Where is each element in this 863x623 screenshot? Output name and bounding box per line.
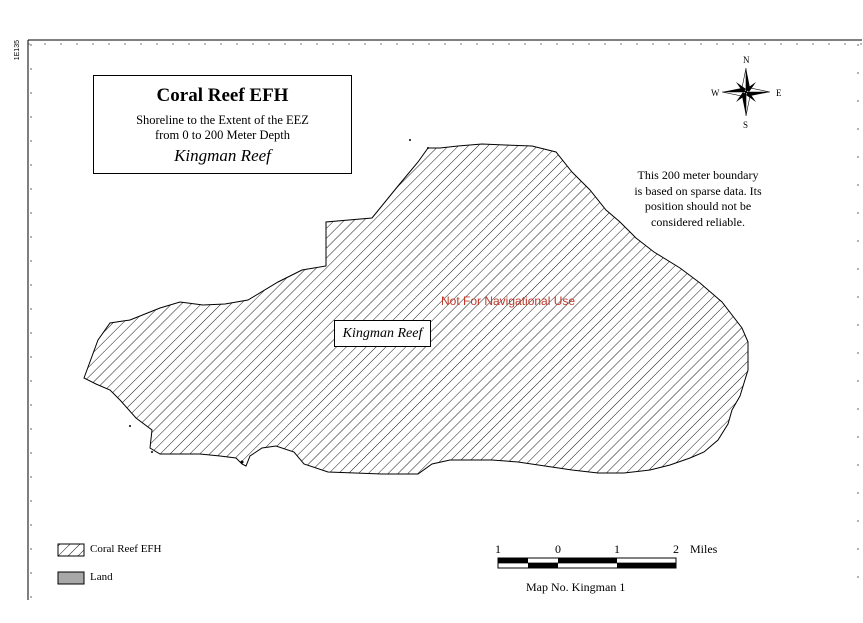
map-title: Coral Reef EFH bbox=[156, 85, 289, 106]
map-place-name: Kingman Reef bbox=[174, 146, 271, 165]
note-line: position should not be bbox=[644, 199, 752, 213]
scale-tick-label: 1 bbox=[614, 542, 620, 556]
note-line: considered reliable. bbox=[651, 214, 745, 229]
compass-south: S bbox=[743, 120, 749, 130]
islet-speck bbox=[240, 460, 244, 464]
islet-speck bbox=[129, 425, 131, 427]
scale-unit-label: Miles bbox=[690, 542, 718, 556]
compass-east: E bbox=[776, 88, 782, 98]
title-box: Coral Reef EFH Shoreline to the Extent o… bbox=[93, 75, 352, 174]
subtitle-line: Shoreline to the Extent of the EEZ bbox=[136, 113, 309, 127]
islet-speck bbox=[151, 451, 153, 453]
scale-tick-label: 1 bbox=[495, 542, 501, 556]
coral-reef-efh-area bbox=[83, 143, 749, 475]
navigation-warning: Not For Navigational Use bbox=[441, 294, 576, 308]
legend-efh-swatch bbox=[57, 543, 85, 557]
side-label: 1E135 bbox=[14, 40, 21, 61]
scale-bar bbox=[497, 557, 677, 569]
legend-efh-label: Coral Reef EFH bbox=[90, 543, 162, 555]
note-line: This 200 meter boundary bbox=[637, 168, 759, 182]
scale-tick-label: 0 bbox=[555, 542, 561, 556]
map-number: Map No. Kingman 1 bbox=[526, 580, 626, 594]
islet-speck bbox=[427, 147, 429, 149]
legend-land-label: Land bbox=[90, 571, 113, 583]
compass-north: N bbox=[743, 55, 750, 65]
map-subtitle: Shoreline to the Extent of the EEZ from … bbox=[94, 113, 351, 143]
boundary-note: This 200 meter boundary is based on spar… bbox=[612, 168, 784, 230]
islet-speck bbox=[409, 139, 411, 141]
reef-name-label: Kingman Reef bbox=[334, 320, 431, 347]
subtitle-line: from 0 to 200 Meter Depth bbox=[154, 128, 291, 142]
compass-rose-icon bbox=[721, 67, 771, 117]
scale-tick-label: 2 bbox=[673, 542, 679, 556]
compass-west: W bbox=[711, 88, 720, 98]
note-line: is based on sparse data. Its bbox=[634, 183, 762, 198]
legend-land-swatch bbox=[57, 571, 85, 585]
